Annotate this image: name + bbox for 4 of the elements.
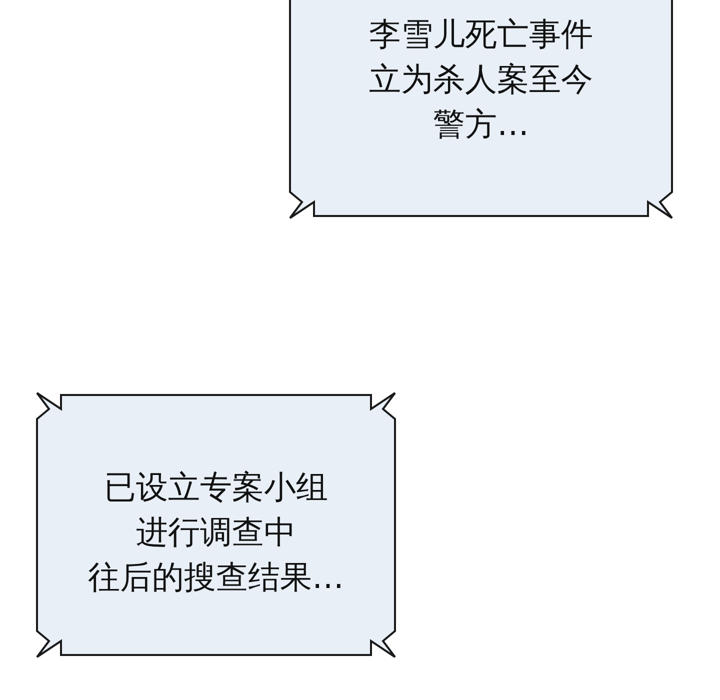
caption-box: [37, 395, 395, 655]
caption-box: [290, 0, 672, 216]
caption-text: 已设立专案小组进行调查中往后的搜查结果…: [87, 467, 345, 598]
caption-text: 李雪儿死亡事件立为杀人案至今警方…: [368, 14, 594, 145]
